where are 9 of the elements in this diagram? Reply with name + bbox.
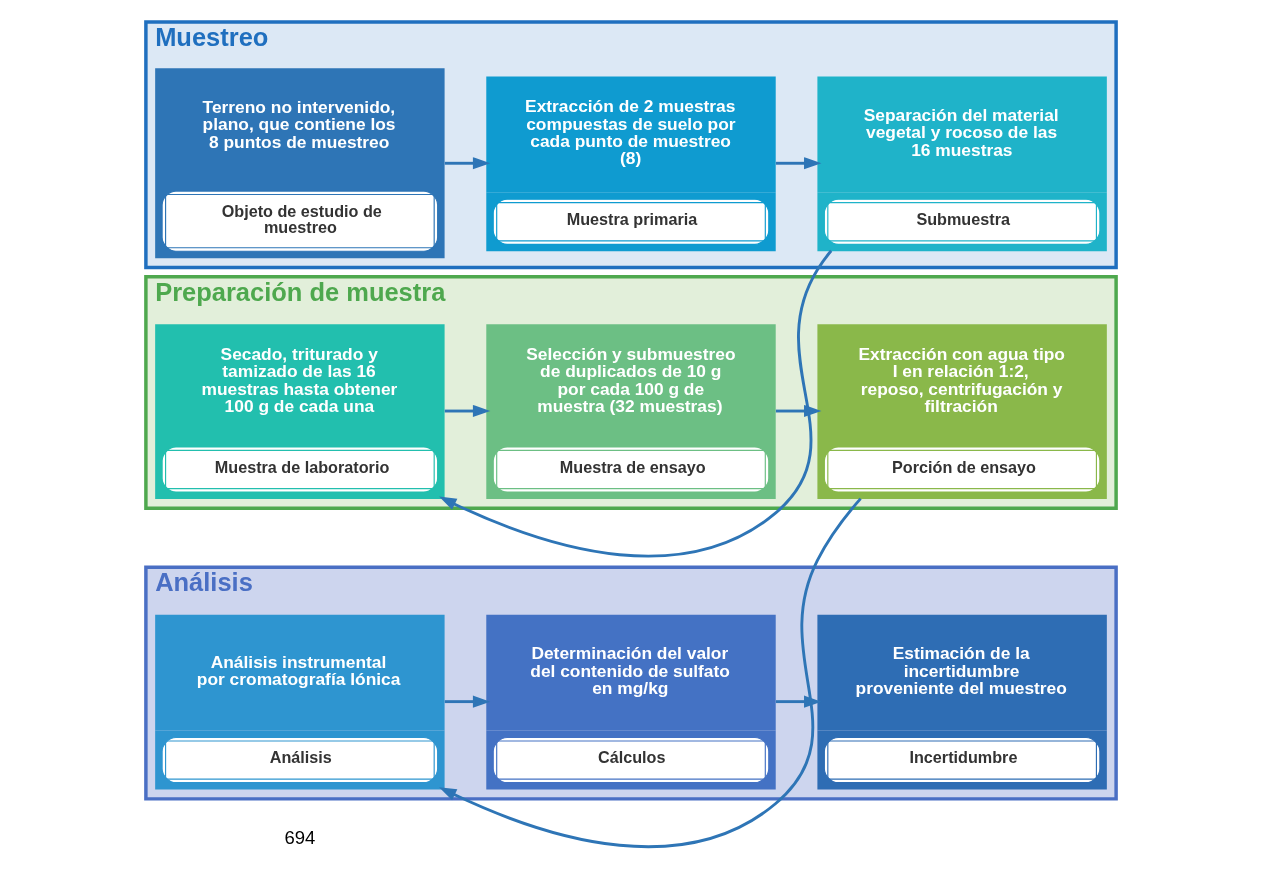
arrow bbox=[444, 695, 490, 708]
arrow bbox=[444, 157, 490, 170]
arrow bbox=[438, 249, 832, 558]
arrow bbox=[775, 404, 821, 418]
arrow bbox=[438, 497, 862, 849]
arrow bbox=[775, 157, 821, 170]
arrow bbox=[775, 695, 821, 708]
label: 694 bbox=[283, 826, 315, 848]
arrow bbox=[444, 404, 490, 418]
